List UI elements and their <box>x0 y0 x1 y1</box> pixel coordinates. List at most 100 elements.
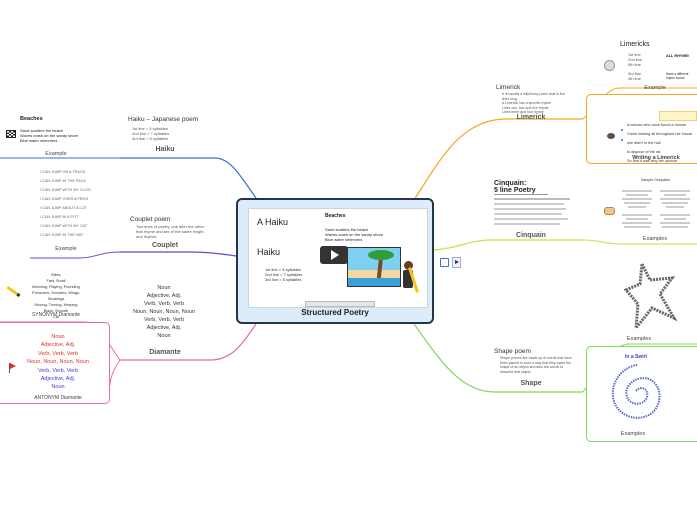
synonym-line: Black, Smooth <box>43 309 69 313</box>
haiku-example-label[interactable]: Example <box>45 151 67 157</box>
slide-heading: A Haiku <box>257 217 289 227</box>
shape-example-label-1[interactable]: Examples <box>626 336 652 342</box>
limerick-rule: Lines three and four rhyme <box>502 110 544 114</box>
pencil-character-icon <box>401 261 419 295</box>
pointing-hand-icon <box>604 207 615 215</box>
central-slide: A Haiku Haiku 1st line = 5 syllables 2nd… <box>248 208 428 308</box>
limerick-rule: Lines one, two and five rhyme <box>502 105 549 110</box>
writing-line: So find it was why her spouse <box>627 159 678 163</box>
couplet-line: I CAN JUMP IN THE HAT <box>40 233 84 237</box>
writing-limerick-card[interactable]: A woman who once found a mouse Came look… <box>586 94 697 164</box>
synonym-line: Motoring, Playing, Pounding <box>32 285 80 289</box>
diamante-pattern-line: Verb, Verb, Verb <box>143 301 185 307</box>
slide-poem-line: Waves crash on the sandy shore <box>325 232 384 237</box>
haiku-connector <box>120 157 257 199</box>
cinquain-label[interactable]: Cinquain <box>516 232 546 239</box>
antonym-line: Adjective, Adj. <box>40 376 76 383</box>
open-link-icon[interactable] <box>440 258 449 267</box>
couplet-card[interactable]: Couplet poem Two lines of poetry, one af… <box>130 216 206 240</box>
play-icon[interactable] <box>452 257 461 268</box>
slide-rule-list: 1st line = 5 syllables 2nd line = 7 syll… <box>265 267 302 282</box>
antonym-line: Verb, Verb, Verb <box>37 350 79 357</box>
flag-icon-banner <box>10 363 16 369</box>
antonym-diamante-card[interactable]: Noun Adjective, Adj. Verb, Verb, Verb No… <box>0 322 110 404</box>
diamante-pattern[interactable]: Noun Adjective, Adj. Verb, Verb, Verb No… <box>124 284 204 340</box>
writing-limerick-label[interactable]: Writing a Limerick <box>632 155 680 161</box>
bird-icon <box>607 133 615 139</box>
cinquain-example-label[interactable]: Examples <box>642 236 668 242</box>
antonym-line: Noun, Noun, Noun, Noun <box>27 359 89 366</box>
slide-caption-bar <box>305 301 375 307</box>
diamante-connector <box>120 323 257 361</box>
antonym-line: Noun <box>51 334 65 340</box>
shape-example-label-2[interactable]: Examples <box>620 431 646 437</box>
limerick-example-line: 5th line <box>628 62 641 67</box>
flag-icon <box>9 363 10 373</box>
haiku-example-card[interactable]: Beaches Sand scatters the beach Waves cr… <box>20 116 100 148</box>
swirl-icon <box>611 364 661 419</box>
shape-label[interactable]: Shape <box>520 380 542 387</box>
limerick-example-card[interactable]: Limericks 1st line 2nd line 5th line 3rd… <box>600 40 697 84</box>
swirl-shape-poem: In a Swirl <box>601 355 671 427</box>
checkered-flag-icon <box>6 130 16 138</box>
limerick-label[interactable]: Limerick <box>516 114 546 121</box>
limerick-example-line: 3rd line <box>628 71 642 76</box>
cinquain-connector <box>433 239 583 251</box>
cinquain-example-card[interactable]: Sample Cinquains <box>614 178 697 234</box>
antonym-line: Adjective, Adj. <box>40 342 76 349</box>
haiku-example-line: Sand scatters the beach <box>20 128 64 133</box>
synonym-line: Cat <box>53 315 59 319</box>
swirl-title: In a Swirl <box>625 354 647 360</box>
limerick-example-line: 2nd line <box>628 57 643 62</box>
synonym-line: Pressures, Scooters, Wings, Stockings <box>32 291 80 301</box>
shape-card[interactable]: Shape poem Shape poems are made up of wo… <box>494 348 574 378</box>
synonym-diamante-label[interactable]: SYNONYM Diamante <box>31 312 81 318</box>
haiku-example-title: Beaches <box>20 116 43 122</box>
antonym-line: Verb, Verb, Verb <box>37 367 79 374</box>
couplet-example-card[interactable]: I CAN JUMP ON A TRACK I CAN JUMP IN THE … <box>40 168 94 246</box>
synonym-line: Bikes <box>51 273 61 277</box>
slide-rule: 3rd line = 5 syllables <box>265 277 302 282</box>
writing-line: she didn't in the hall <box>627 141 661 145</box>
central-title: Structured Poetry <box>301 308 369 317</box>
shape-card-text: Shape poems are made up of words that ha… <box>500 356 572 374</box>
shape-card-title: Shape poem <box>494 348 531 355</box>
central-topic[interactable]: A Haiku Haiku 1st line = 5 syllables 2nd… <box>236 198 434 324</box>
haiku-label[interactable]: Haiku <box>155 146 175 153</box>
limerick-example-label[interactable]: Example <box>644 85 666 91</box>
couplet-card-title: Couplet poem <box>130 216 171 223</box>
synonym-line: Moving, Turning, Keeping <box>34 303 78 307</box>
shape-connector <box>413 323 583 393</box>
diamante-pattern-line: Noun <box>157 333 171 339</box>
antonym-diamante-label[interactable]: ANTONYM Diamante <box>34 395 82 401</box>
couplet-line: I CAN JUMP ABOUT A LOT <box>40 206 87 210</box>
slide-poem: Sand scatters the beach Waves crash on t… <box>325 227 383 242</box>
star-shape-poem[interactable] <box>622 256 682 336</box>
couplet-label[interactable]: Couplet <box>151 242 179 249</box>
diamante-pattern-line: Adjective, Adj. <box>146 325 182 331</box>
diamante-label[interactable]: Diamante <box>149 349 181 356</box>
couplet-card-text: Two lines of poetry, one after the other… <box>136 224 205 239</box>
haiku-example-line: Waves crash on the sandy shore <box>20 133 79 138</box>
limerick-rule: A Limerick has a specific rhyme <box>502 101 552 105</box>
slide-poem-title: Beaches <box>325 213 346 219</box>
limerick-note-rhyme: ALL RHYME! <box>666 54 690 58</box>
shape-examples-card[interactable]: In a Swirl Examples <box>586 346 697 442</box>
haiku-rule: 3rd line = 5 syllables <box>132 136 169 141</box>
couplet-line: I CAN JUMP ON A TRACK <box>40 170 86 174</box>
couplet-example-label[interactable]: Example <box>55 246 77 252</box>
cinquain-card[interactable]: Cinquain: 5 line Poetry <box>494 180 576 228</box>
slide-rule: 1st line = 5 syllables <box>265 267 301 272</box>
cinquain-example-connector <box>582 239 697 245</box>
play-video-button[interactable] <box>320 246 348 264</box>
lightbulb-icon <box>604 60 615 71</box>
slide-poem-line: Blue water shimmers <box>325 237 363 242</box>
slide-rule: 2nd line = 7 syllables <box>265 272 303 277</box>
writing-line: to dispose of the rat <box>627 150 661 154</box>
cinquain-card-subtitle: 5 line Poetry <box>494 187 548 195</box>
haiku-card[interactable]: Haiku – Japanese poem 1st line = 5 sylla… <box>128 116 208 144</box>
diamante-antonym-connector <box>109 359 121 386</box>
synonym-diamante-card[interactable]: Bikes Fast, Small Motoring, Playing, Pou… <box>24 272 88 320</box>
slide-poem-line: Sand scatters the beach <box>325 227 369 232</box>
limerick-card[interactable]: Limerick It is usually a silly/funny poe… <box>496 84 572 114</box>
